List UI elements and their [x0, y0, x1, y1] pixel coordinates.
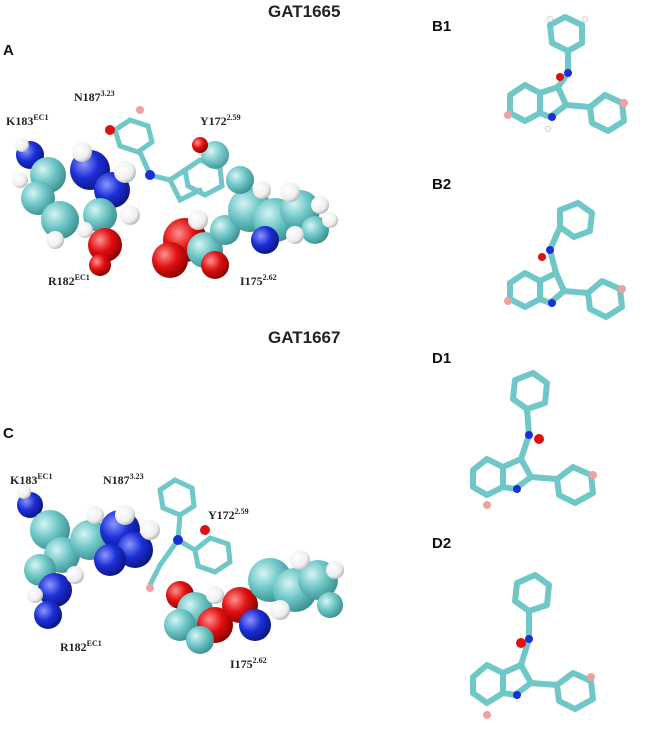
- residue-label-y172-a: Y1722.59: [200, 113, 241, 129]
- residue-label-i175-a: I1752.62: [240, 273, 277, 289]
- panel-label-c: C: [3, 425, 14, 442]
- residue-label-n187-a: N1873.23: [74, 89, 115, 105]
- panel-c-molecular-render: [17, 477, 344, 654]
- panel-a-molecular-render: [12, 106, 338, 279]
- figure-title-gat1665: GAT1665: [268, 2, 341, 21]
- residue-label-r182-a: R182EC1: [48, 273, 90, 289]
- figure-title-gat1667: GAT1667: [268, 328, 341, 347]
- panel-label-d2: D2: [432, 535, 452, 552]
- panel-label-b2: B2: [432, 176, 452, 193]
- residue-label-y172-c: Y1722.59: [208, 507, 249, 523]
- panel-b1-ligand-render: [504, 14, 628, 134]
- panel-d2-ligand-render: [470, 572, 596, 719]
- panel-d1-ligand-render: [470, 370, 597, 509]
- panel-label-d1: D1: [432, 350, 452, 367]
- panel-label-b1: B1: [432, 18, 452, 35]
- residue-label-k183-c: K183EC1: [10, 472, 53, 488]
- residue-label-r182-c: R182EC1: [60, 639, 102, 655]
- residue-label-k183-a: K183EC1: [6, 113, 49, 129]
- residue-label-i175-c: I1752.62: [230, 656, 267, 672]
- panel-label-a: A: [3, 42, 14, 59]
- residue-label-n187-c: N1873.23: [103, 472, 144, 488]
- panel-b2-ligand-render: [504, 200, 626, 320]
